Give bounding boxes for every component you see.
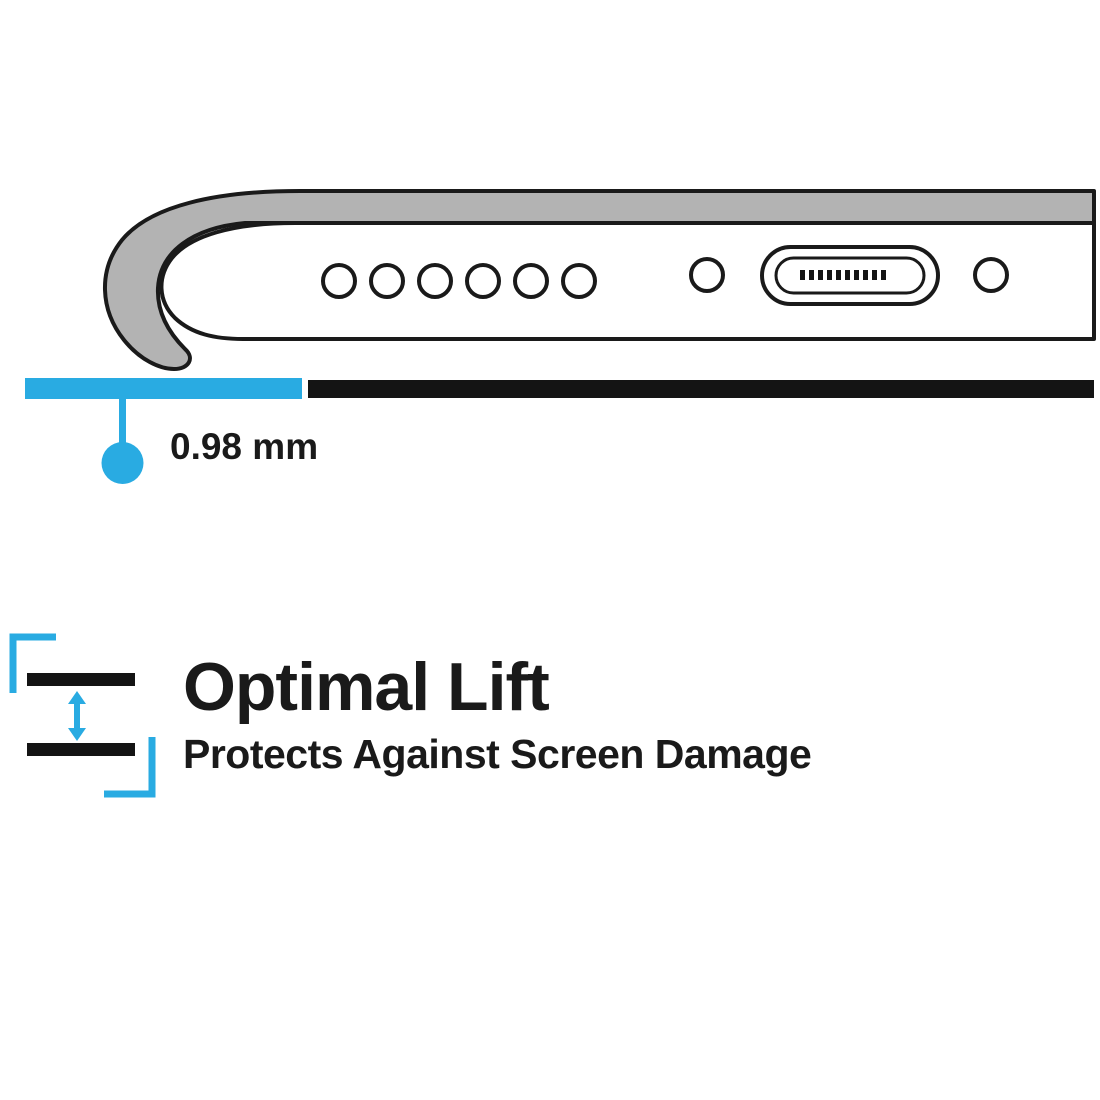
port-pins	[800, 270, 886, 280]
speaker-hole	[561, 263, 597, 299]
screw-hole-right	[973, 257, 1009, 293]
speaker-hole	[513, 263, 549, 299]
icon-bar-top	[27, 673, 135, 686]
measurement-label: 0.98 mm	[170, 426, 318, 467]
lift-gap-bar-cyan	[25, 378, 302, 399]
speaker-hole	[321, 263, 357, 299]
pointer-line	[119, 399, 126, 449]
speaker-holes	[321, 263, 597, 299]
feature-subtitle: Protects Against Screen Damage	[183, 731, 811, 777]
screw-hole-left	[689, 257, 725, 293]
lift-gap-bars	[25, 378, 1094, 399]
lift-gap-icon	[9, 633, 156, 798]
phone-case-illustration	[103, 189, 1096, 371]
case-shell	[103, 189, 1096, 371]
measurement-pointer: 0.98 mm	[101, 399, 318, 484]
bracket-top-left	[9, 633, 56, 693]
feature-text: Optimal Lift Protects Against Screen Dam…	[183, 649, 812, 777]
up-down-arrow-icon	[68, 691, 86, 741]
speaker-hole	[369, 263, 405, 299]
speaker-hole	[465, 263, 501, 299]
icon-bar-bottom	[27, 743, 135, 756]
charging-port	[760, 245, 940, 306]
pointer-dot	[101, 442, 144, 484]
speaker-hole	[417, 263, 453, 299]
phone-body	[159, 221, 1096, 341]
lift-gap-bar-black	[308, 380, 1094, 398]
feature-title: Optimal Lift	[183, 649, 549, 725]
bracket-bottom-right	[104, 737, 156, 798]
